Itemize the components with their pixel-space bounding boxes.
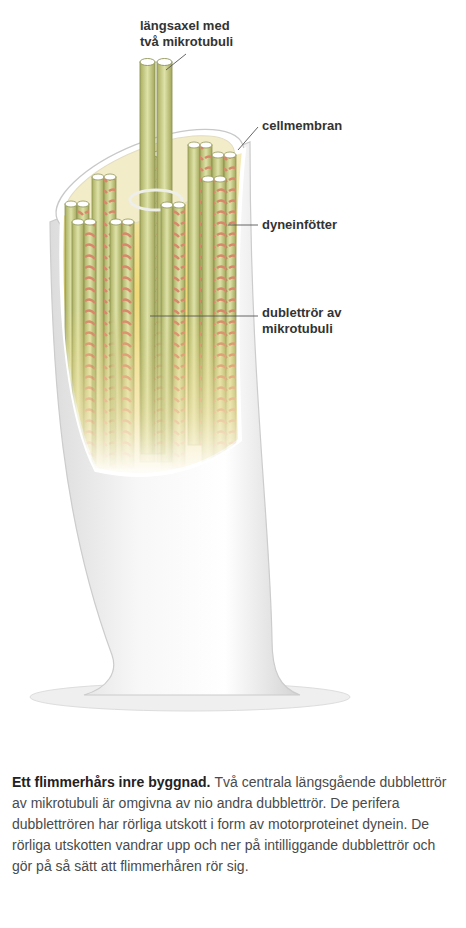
figure-caption-block: Ett flimmerhårs inre byggnad.Två central… (12, 772, 454, 877)
leader-line (238, 127, 258, 150)
part-label: längsaxel med två mikrotubuli (140, 18, 240, 51)
part-label: dyneinfötter (262, 217, 412, 233)
leader-line (228, 225, 258, 226)
leader-line (166, 54, 186, 70)
part-label: dublettrör av mikrotubuli (262, 305, 372, 338)
part-label: cellmembran (262, 118, 412, 134)
leader-line (150, 316, 258, 317)
figure-title: Ett flimmerhårs inre byggnad. (12, 774, 210, 790)
